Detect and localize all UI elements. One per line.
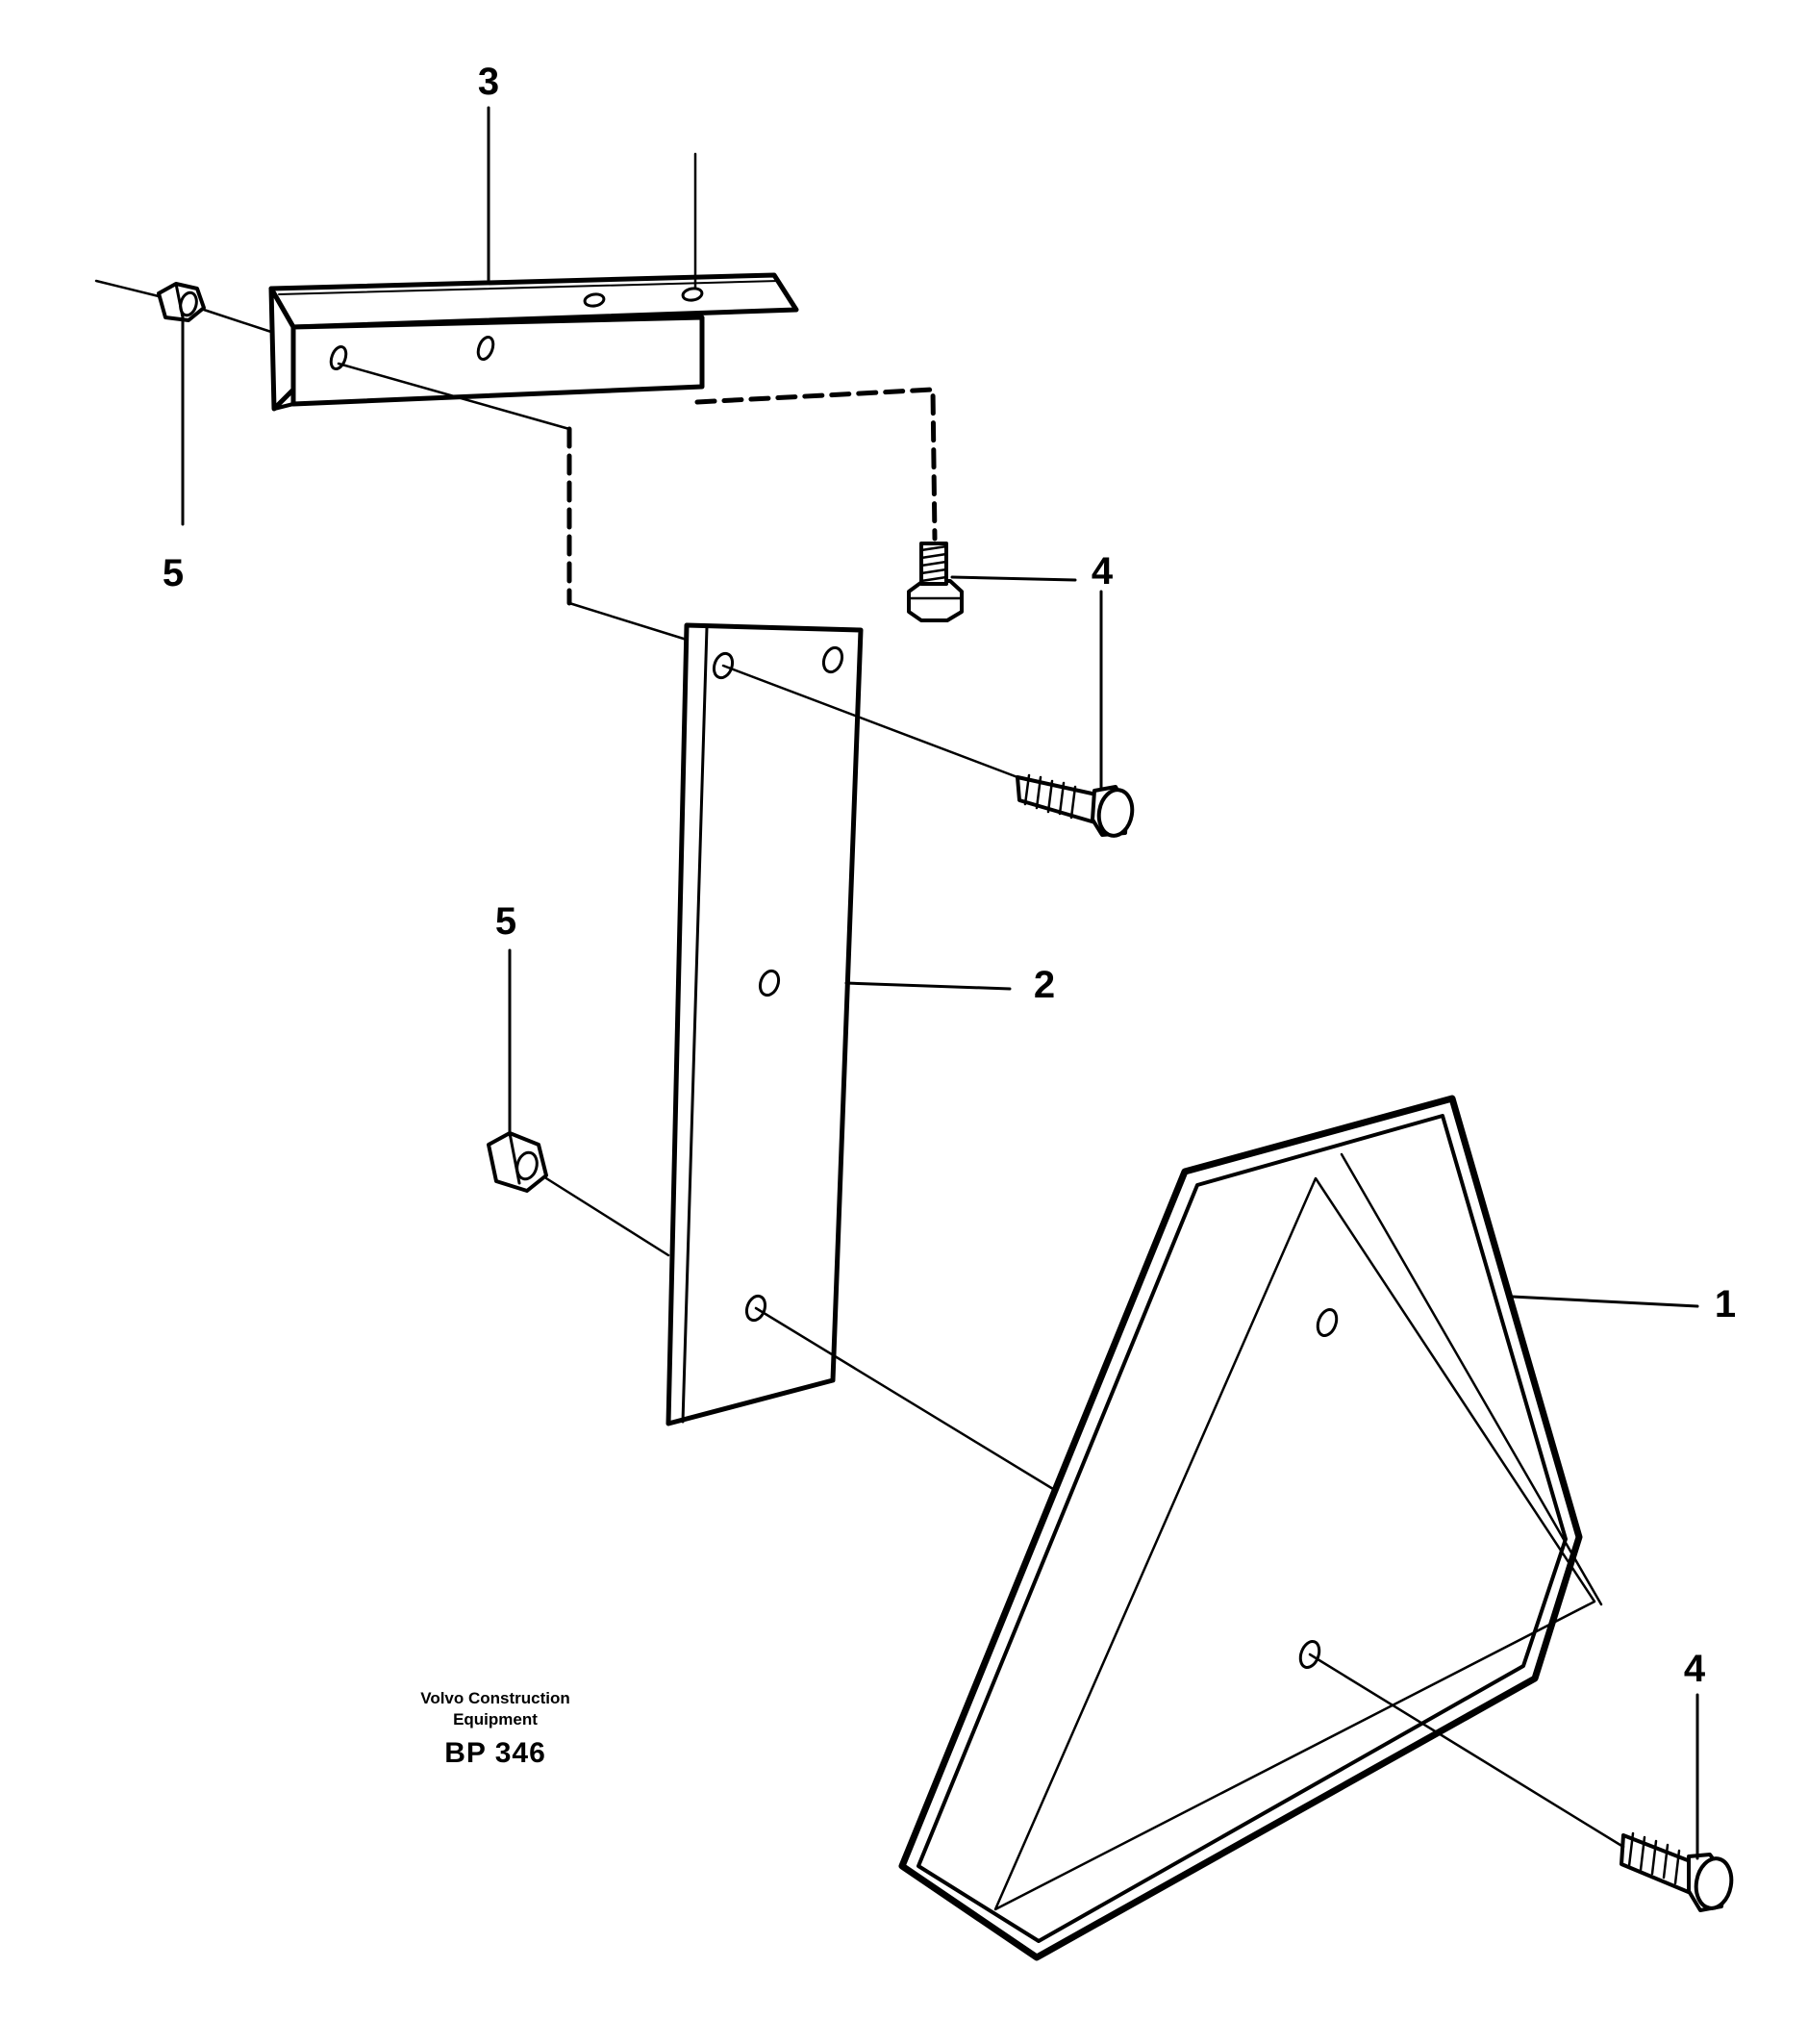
leader-lines [181, 106, 1699, 1860]
nut-part-5-upper [157, 282, 206, 322]
nut-part-5-lower [487, 1131, 548, 1193]
reflector-sign-part-1 [898, 1095, 1603, 1961]
caption-drawing-code: BP 346 [444, 1737, 546, 1769]
hidden-lines [566, 387, 938, 606]
angle-bracket-part-3 [268, 272, 799, 412]
callout-4-lower: 4 [1683, 1648, 1706, 1690]
callout-3: 3 [477, 61, 500, 103]
bolt-part-4-upper [907, 542, 964, 622]
bolt-part-4-middle [1016, 773, 1135, 838]
diagram-caption: Volvo Construction Equipment BP 346 [420, 1688, 570, 1775]
callout-5-upper: 5 [162, 552, 185, 594]
caption-company-line1: Volvo Construction [420, 1689, 570, 1707]
bolt-part-4-lower [1620, 1831, 1734, 1912]
callout-2: 2 [1033, 964, 1056, 1006]
callout-5-lower: 5 [494, 900, 517, 943]
caption-company-line2: Equipment [453, 1710, 538, 1729]
callout-1: 1 [1714, 1283, 1737, 1325]
callout-4-upper: 4 [1091, 550, 1114, 593]
assembly-lines [94, 152, 1625, 1849]
mounting-plate-part-2 [665, 622, 864, 1426]
